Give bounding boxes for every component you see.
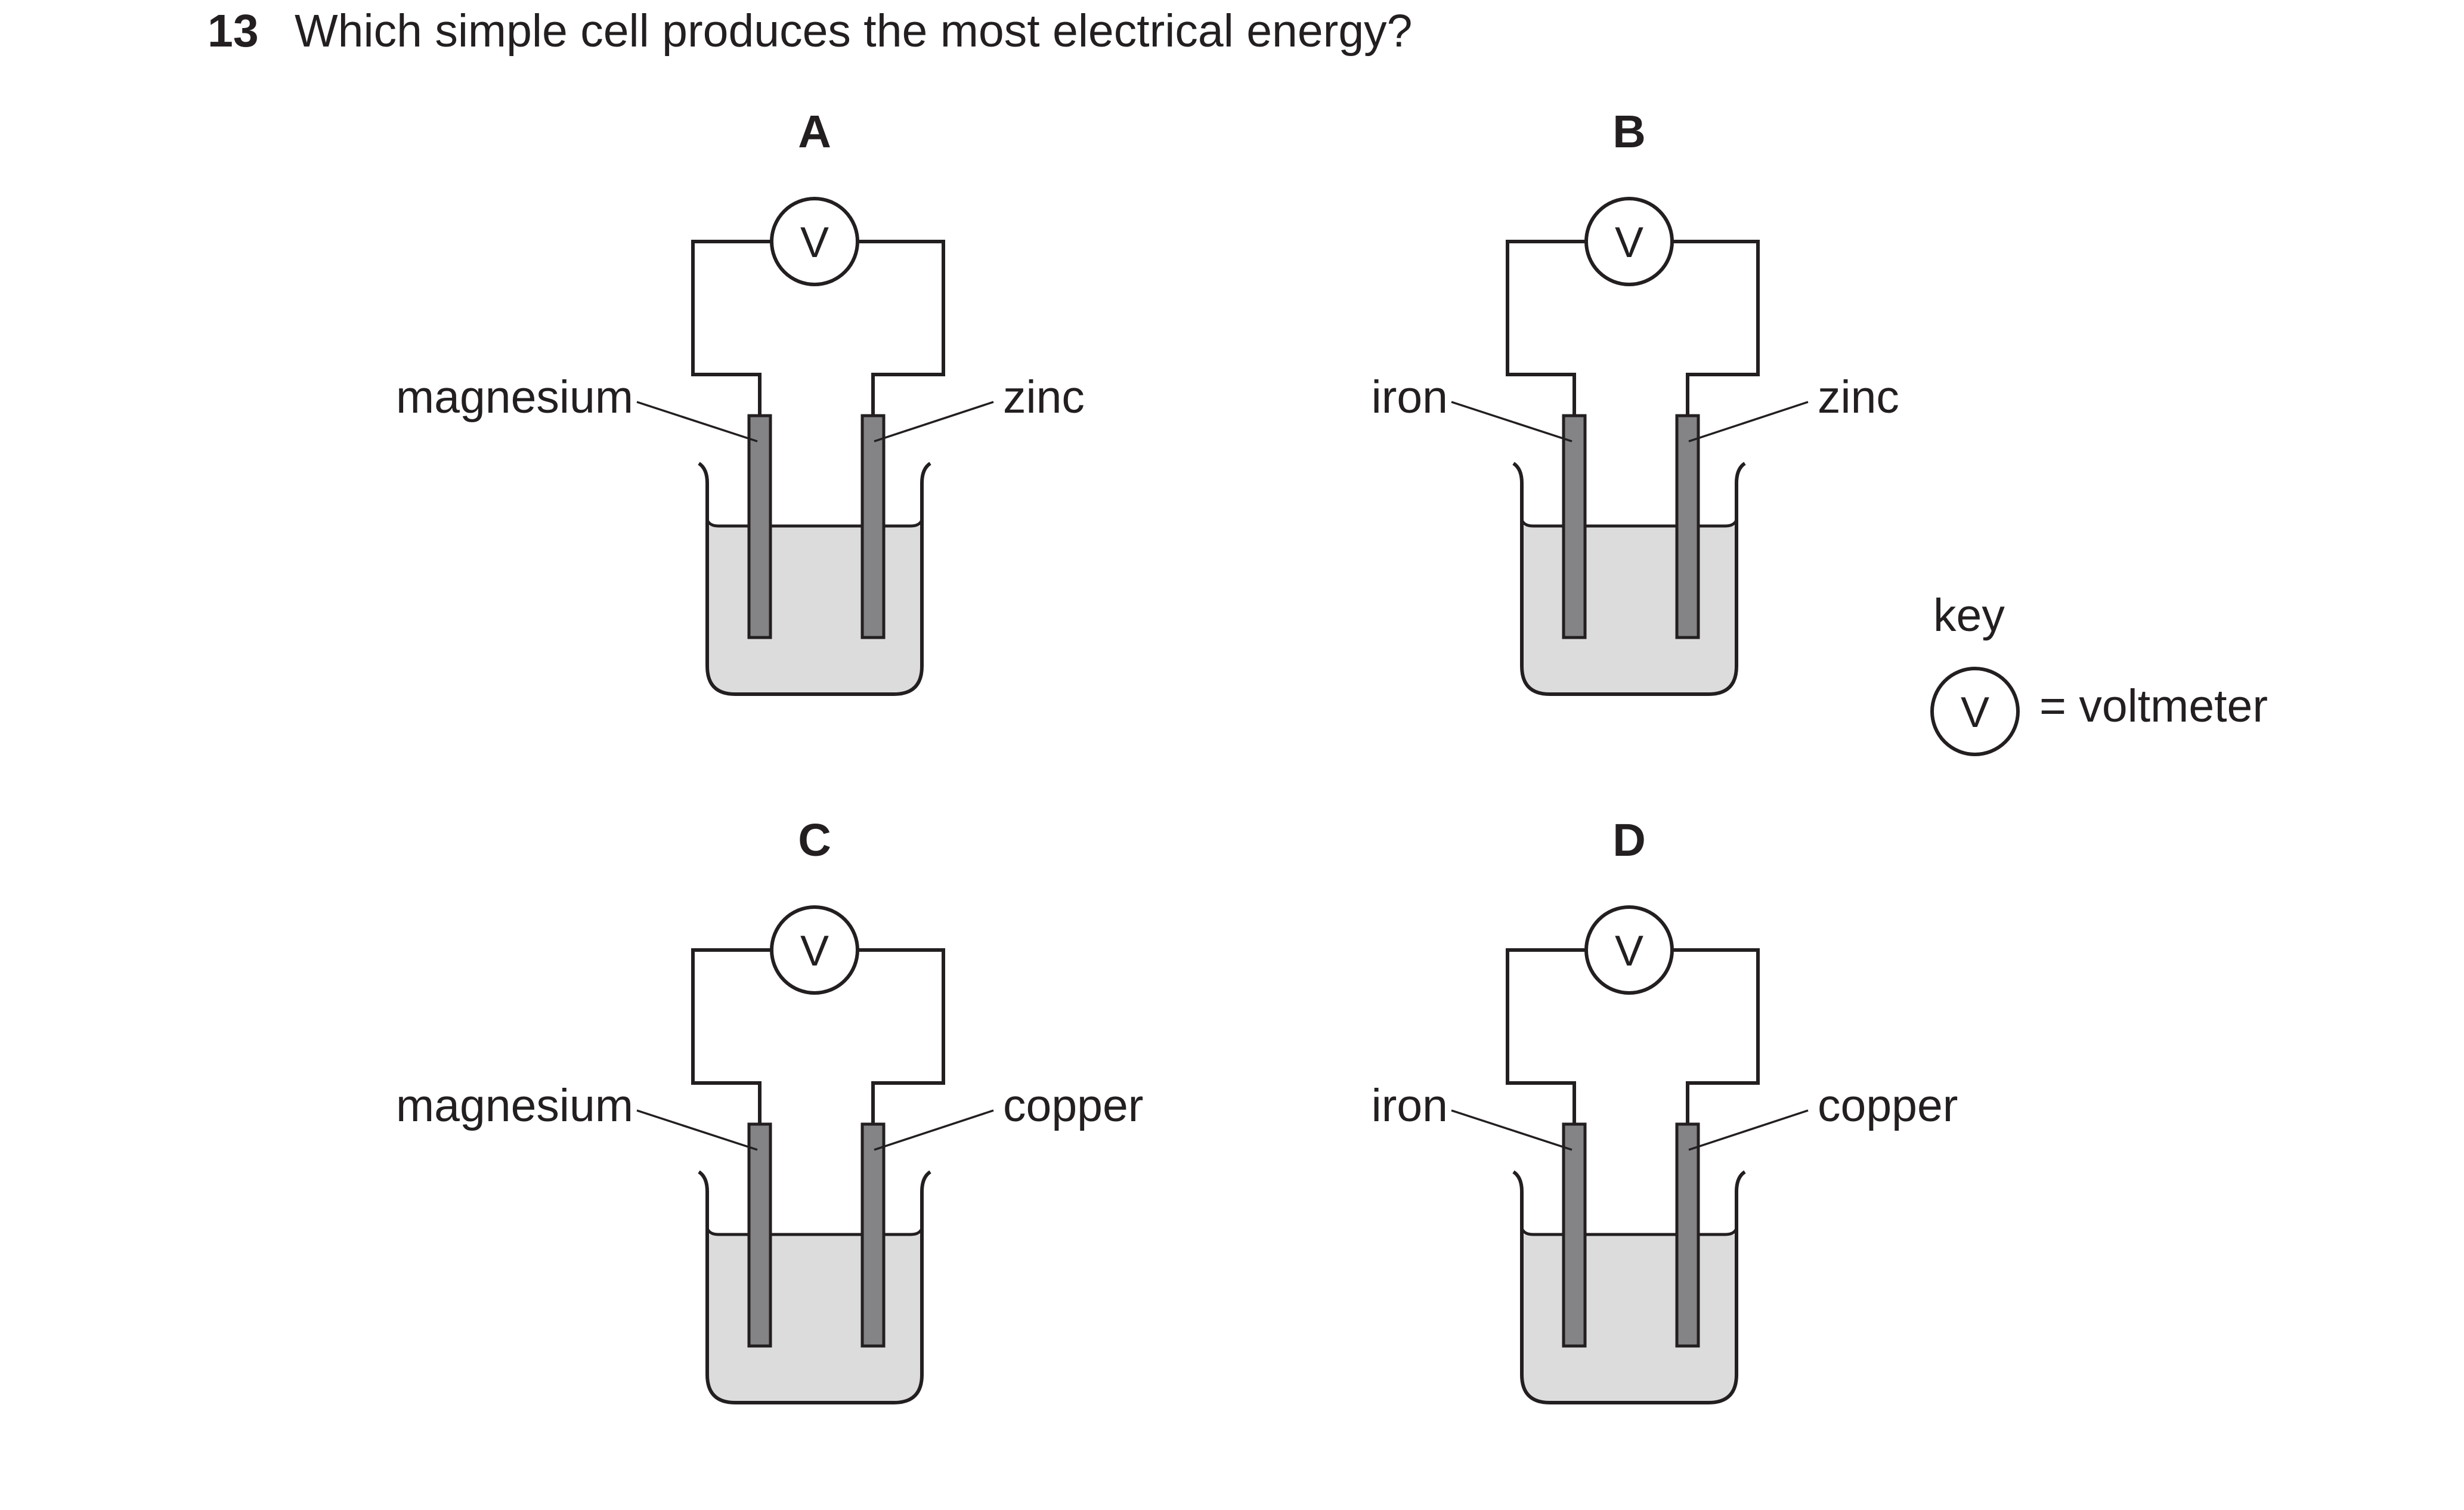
left-label-leader xyxy=(636,1109,758,1151)
left-label-leader xyxy=(1451,1109,1572,1151)
right-electrode xyxy=(860,414,886,639)
option-label: B xyxy=(1612,106,1646,157)
cell-option-b: B V iron zinc xyxy=(1372,106,1899,696)
simple-cell-diagram: V magnesium zinc xyxy=(396,197,1085,696)
simple-cell-diagram: V iron zinc xyxy=(1372,197,1899,696)
cell-option-c: C V magnesium copper xyxy=(396,815,1143,1404)
option-label: C xyxy=(798,815,831,866)
beaker xyxy=(1512,462,1746,696)
key-voltmeter-letter: V xyxy=(1961,689,1989,737)
right-electrode-label: zinc xyxy=(1818,372,1899,423)
right-electrode xyxy=(1675,414,1700,639)
cell-option-d: D V iron copper xyxy=(1372,815,1958,1404)
voltmeter xyxy=(1584,197,1674,286)
question-text: Which simple cell produces the most elec… xyxy=(295,5,1412,57)
key-meaning: = voltmeter xyxy=(2039,680,2268,732)
left-electrode xyxy=(1562,1122,1587,1348)
right-label-leader xyxy=(1688,1109,1809,1151)
left-electrode xyxy=(747,1122,772,1348)
voltmeter-symbol: V xyxy=(800,219,829,267)
electrolyte-solution xyxy=(1522,526,1736,694)
right-electrode xyxy=(1675,1122,1700,1348)
voltmeter-symbol: V xyxy=(800,927,829,975)
option-label: D xyxy=(1612,815,1646,866)
left-label-leader xyxy=(636,401,758,443)
solution-surface xyxy=(1520,519,1738,528)
left-label-leader xyxy=(1451,401,1572,443)
left-electrode-label: magnesium xyxy=(396,1080,633,1131)
key: key V = voltmeter xyxy=(1930,590,2268,756)
right-electrode xyxy=(860,1122,886,1348)
voltmeter-symbol: V xyxy=(1615,219,1643,267)
simple-cell-diagram: V iron copper xyxy=(1372,905,1958,1404)
connecting-wire xyxy=(1506,240,1760,416)
question-number: 13 xyxy=(208,5,259,57)
right-electrode-label: copper xyxy=(1818,1080,1958,1131)
connecting-wire xyxy=(691,240,945,416)
voltmeter-symbol: V xyxy=(1615,927,1643,975)
right-label-leader xyxy=(874,401,994,443)
beaker xyxy=(698,1170,931,1404)
cell-option-a: A V magnesium zinc xyxy=(396,106,1085,696)
right-electrode-label: zinc xyxy=(1003,372,1085,423)
solution-surface xyxy=(705,1227,924,1236)
voltmeter xyxy=(770,197,859,286)
right-label-leader xyxy=(1688,401,1809,443)
key-title: key xyxy=(1933,590,2005,641)
left-electrode xyxy=(747,414,772,639)
electrolyte-solution xyxy=(707,1234,922,1403)
key-voltmeter-symbol xyxy=(1930,667,2020,756)
left-electrode xyxy=(1562,414,1587,639)
beaker xyxy=(1512,1170,1746,1404)
voltmeter xyxy=(770,905,859,995)
left-electrode-label: magnesium xyxy=(396,372,633,423)
simple-cell-diagram: V magnesium copper xyxy=(396,905,1143,1404)
solution-surface xyxy=(1520,1227,1738,1236)
voltmeter xyxy=(1584,905,1674,995)
left-electrode-label: iron xyxy=(1372,1080,1448,1131)
beaker xyxy=(698,462,931,696)
right-label-leader xyxy=(874,1109,994,1151)
left-electrode-label: iron xyxy=(1372,372,1448,423)
connecting-wire xyxy=(1506,948,1760,1124)
electrolyte-solution xyxy=(1522,1234,1736,1403)
connecting-wire xyxy=(691,948,945,1124)
right-electrode-label: copper xyxy=(1003,1080,1143,1131)
solution-surface xyxy=(705,519,924,528)
option-label: A xyxy=(798,106,831,157)
electrolyte-solution xyxy=(707,526,922,694)
